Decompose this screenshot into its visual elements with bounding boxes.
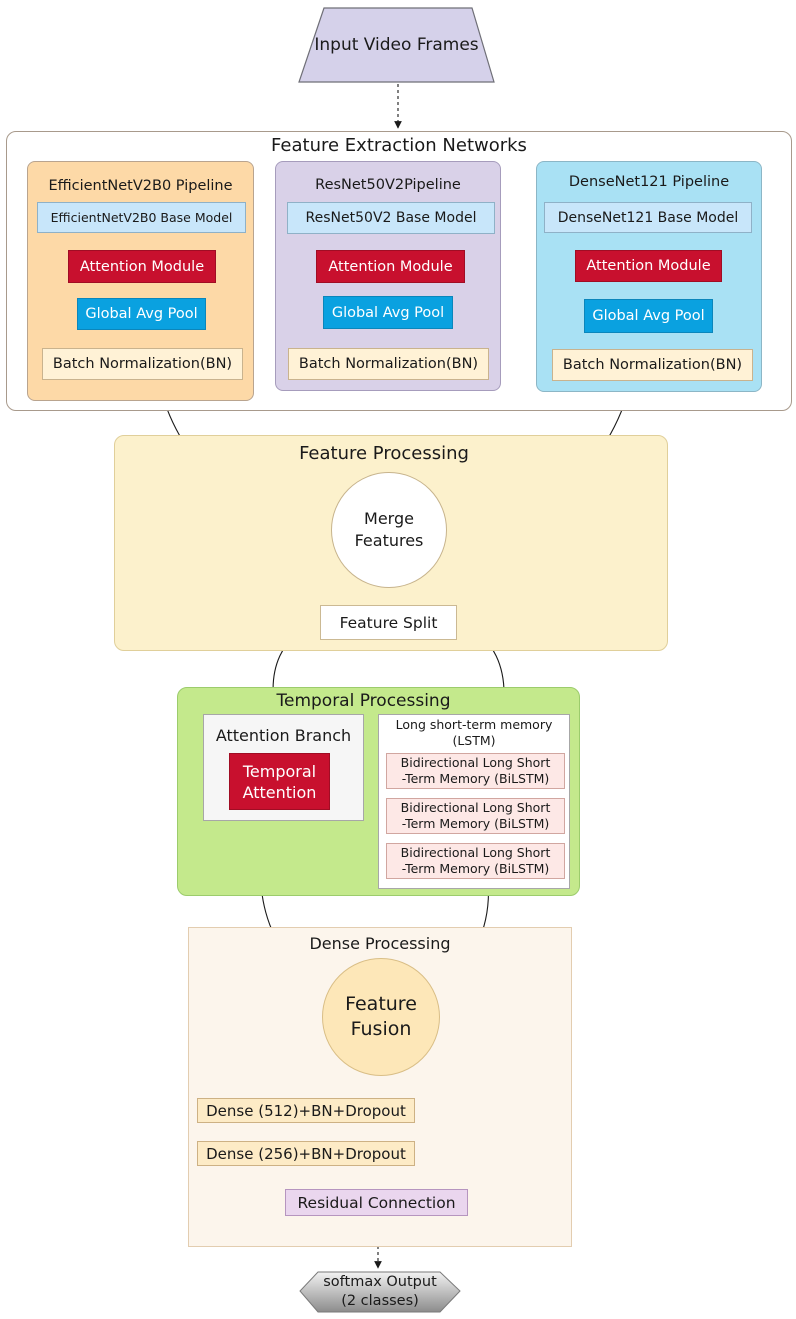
feature-split-node: Feature Split [320,605,457,640]
feature-processing-title: Feature Processing [299,442,469,464]
efficientnet-batch-normalization: Batch Normalization(BN) [42,348,243,380]
densenet-batch-normalization: Batch Normalization(BN) [552,349,753,381]
densenet-attention-module: Attention Module [575,250,722,282]
efficientnet-base-model: EfficientNetV2B0 Base Model [37,202,246,233]
input-label: Input Video Frames [314,35,479,55]
resnet-attention-module: Attention Module [316,250,465,283]
temporal-processing-title: Temporal Processing [276,691,451,711]
bilstm-block-1: Bidirectional Long Short -Term Memory (B… [386,753,565,789]
merge-features-node: Merge Features [331,472,447,588]
feature-fusion-node: Feature Fusion [322,958,440,1076]
output-hexagon-shape [299,1271,461,1313]
bilstm-block-2: Bidirectional Long Short -Term Memory (B… [386,798,565,834]
attention-branch-title: Attention Branch [215,725,352,745]
temporal-attention-block: Temporal Attention [229,753,330,810]
densenet-pipeline-title: DenseNet121 Pipeline [568,174,730,190]
dense-processing-title: Dense Processing [309,933,451,953]
lstm-branch-title: Long short-term memory (LSTM) [395,717,553,748]
efficientnet-attention-module: Attention Module [68,250,216,283]
densenet-base-model: DenseNet121 Base Model [544,202,752,233]
input-video-frames: Input Video Frames [299,8,494,82]
resnet-pipeline-title: ResNet50V2Pipeline [315,177,461,193]
resnet-base-model: ResNet50V2 Base Model [287,202,495,234]
efficientnet-global-avg-pool: Global Avg Pool [77,298,206,330]
densenet-global-avg-pool: Global Avg Pool [584,299,713,333]
softmax-output-node: softmax Output (2 classes) [323,1274,437,1309]
dense-512-block: Dense (512)+BN+Dropout [197,1098,415,1123]
feature-extraction-title: Feature Extraction Networks [271,134,527,156]
input-trapezoid-shape [298,7,495,83]
dense-256-block: Dense (256)+BN+Dropout [197,1141,415,1166]
resnet-batch-normalization: Batch Normalization(BN) [288,348,489,380]
residual-connection-block: Residual Connection [285,1189,468,1216]
bilstm-block-3: Bidirectional Long Short -Term Memory (B… [386,843,565,879]
efficientnet-pipeline-title: EfficientNetV2B0 Pipeline [48,178,233,194]
resnet-global-avg-pool: Global Avg Pool [323,296,453,329]
